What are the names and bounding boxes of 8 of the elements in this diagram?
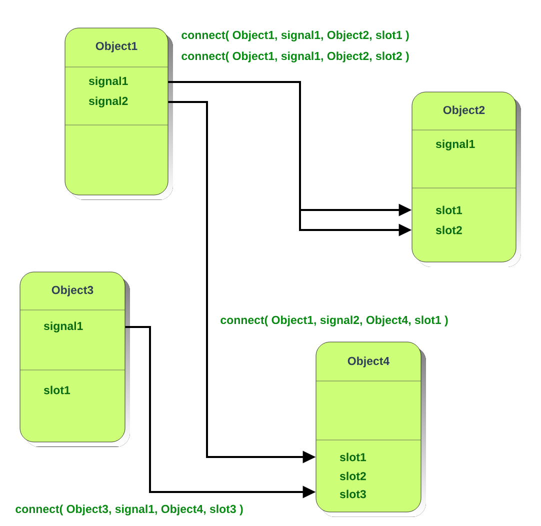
edge-label: connect( Object1, signal2, Object4, slot1 )	[220, 316, 448, 326]
edge-label: connect( Object3, signal1, Object4, slot3 )	[16, 504, 243, 516]
object-box: Object1 signal1 signal2	[64, 28, 173, 200]
object-box: Object3 signal1 slot1	[20, 272, 130, 447]
object-box: Object4 slot1 slot2 slot3	[316, 342, 426, 517]
object-box: Object2 signal1 slot1 slot2	[412, 92, 521, 267]
edge-label: connect( Object1, signal1, Object2, slot1 )	[182, 30, 409, 42]
edge-label: connect( Object1, signal1, Object2, slot2 )	[182, 52, 409, 62]
